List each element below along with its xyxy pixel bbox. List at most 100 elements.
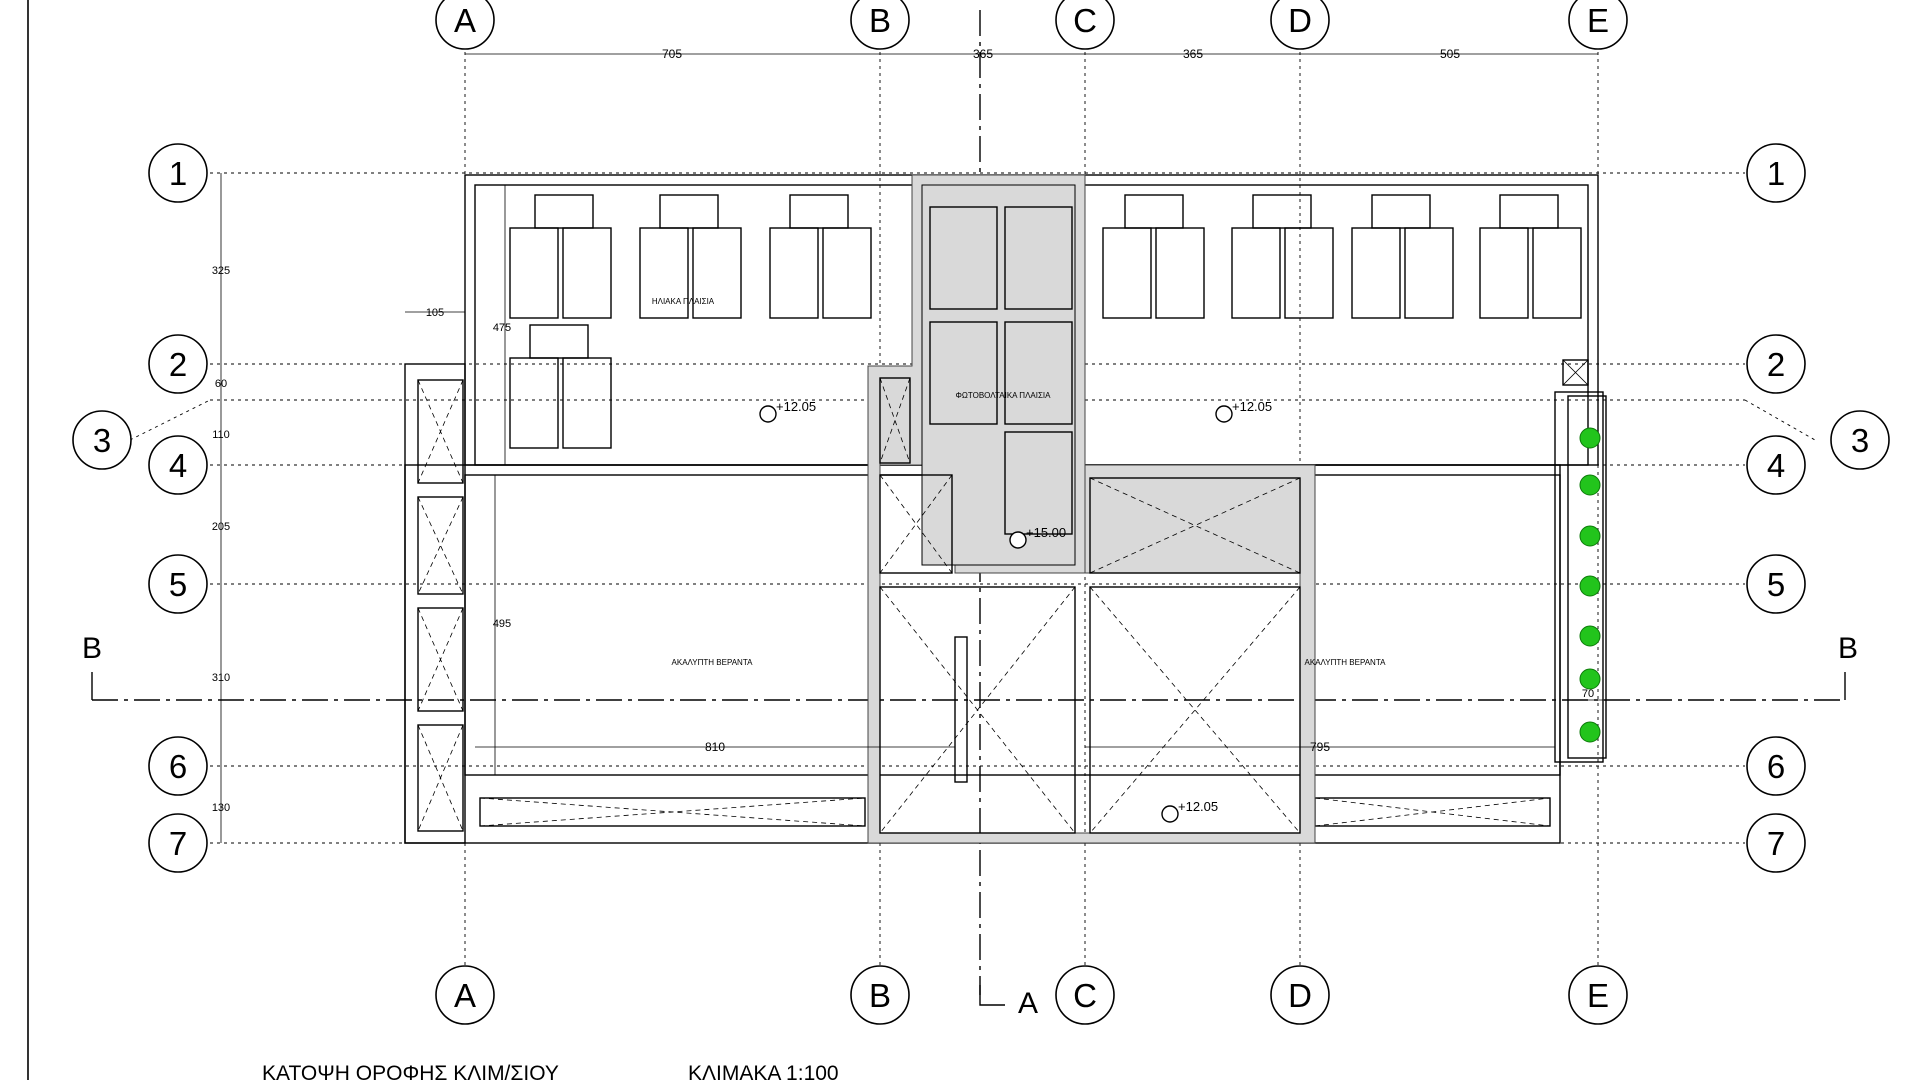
label-left-3: 3 (93, 422, 111, 459)
bubble-bottom-c (1055, 965, 1115, 1025)
label-pv-panels: ΦΩΤΟΒΟΛΤΑΙΚΑ ΠΛΑΙΣΙΑ (956, 391, 1052, 400)
dim-left-3: 110 (212, 429, 230, 441)
solar-unit-3 (769, 194, 872, 319)
label-bottom-e: E (1587, 977, 1609, 1014)
stair-box-left (879, 474, 953, 574)
left-panel-3-x (417, 607, 464, 712)
plant-5 (1579, 625, 1601, 647)
bubble-right-6 (1746, 736, 1806, 796)
label-left-4: 4 (169, 447, 187, 484)
level-markers (759, 405, 1233, 823)
bubble-top-c (1055, 0, 1115, 50)
bubble-bottom-e (1568, 965, 1628, 1025)
solar-unit-5 (1102, 194, 1205, 319)
plant-4 (1579, 575, 1601, 597)
drain-box-x (1562, 359, 1589, 386)
label-right-3: 3 (1851, 422, 1869, 459)
stair-well-x (879, 586, 1076, 834)
drain-box (1562, 359, 1589, 386)
small-box-left (879, 377, 911, 464)
section-b-right-label: B (1838, 632, 1858, 665)
level-marker-bottom (1161, 805, 1179, 823)
left-row-bubbles: 1 2 3 4 5 6 7 (72, 143, 208, 873)
pv-panel-2 (1004, 206, 1073, 310)
pv-panel-5 (1004, 431, 1073, 535)
left-panel-4-x (417, 724, 464, 832)
bubble-right-1 (1746, 143, 1806, 203)
label-bottom-b: B (869, 977, 891, 1014)
label-right-7: 7 (1767, 825, 1785, 862)
bubble-left-6 (148, 736, 208, 796)
left-panel-2 (417, 496, 464, 595)
stair-well (879, 586, 1076, 834)
label-veranda-left: ΑΚΑΛΥΠΤΗ ΒΕΡΑΝΤΑ (672, 658, 754, 667)
plant-7 (1579, 721, 1601, 743)
left-panel-1-x (417, 379, 464, 484)
top-column-bubbles: A B C D E (435, 0, 1628, 50)
dim-left-4: 205 (212, 521, 230, 533)
dim-top-2: 365 (973, 47, 993, 61)
dim-left-1: 325 (212, 265, 230, 277)
bubble-top-b (850, 0, 910, 50)
plant-2 (1579, 474, 1601, 496)
dim-height-b: 495 (493, 618, 511, 630)
horizontal-grid-lines (129, 172, 1816, 844)
section-b-left-label: B (82, 632, 102, 665)
level-bottom: +12.05 (1178, 799, 1218, 814)
label-bottom-c: C (1073, 977, 1097, 1014)
dim-left-offset: 105 (426, 307, 444, 319)
planter (1554, 359, 1607, 763)
left-strip-outline (404, 363, 466, 844)
bubble-right-2 (1746, 334, 1806, 394)
bubble-bottom-b (850, 965, 910, 1025)
dim-span-right: 795 (1310, 740, 1330, 754)
solar-unit-8 (1479, 194, 1582, 319)
drawing-scale: ΚΛΙΜΑΚΑ 1:100 (688, 1062, 839, 1080)
room-upper-right-x (1089, 477, 1301, 574)
solar-unit-7 (1351, 194, 1454, 319)
bottom-column-bubbles: A B C D E (435, 965, 1628, 1025)
room-upper-right (1089, 477, 1301, 574)
plant-6 (1579, 668, 1601, 690)
planter-box (1554, 391, 1604, 763)
label-left-5: 5 (169, 566, 187, 603)
bottom-strip-x (479, 797, 866, 827)
level-roof-left: +12.05 (776, 399, 816, 414)
bubble-right-5 (1746, 554, 1806, 614)
bubble-right-3 (1830, 410, 1890, 470)
bubble-bottom-a (435, 965, 495, 1025)
solar-unit-2 (639, 194, 742, 319)
bubble-right-7 (1746, 813, 1806, 873)
label-left-2: 2 (169, 346, 187, 383)
bottom-strip (479, 797, 866, 827)
pv-panel-3 (929, 321, 998, 425)
left-panel-4 (417, 724, 464, 832)
dim-top-3: 365 (1183, 47, 1203, 61)
planter-inner (1567, 395, 1607, 759)
left-panel-2-x (417, 496, 464, 595)
label-right-2: 2 (1767, 346, 1785, 383)
right-row-bubbles: 1 2 3 4 5 6 7 (1746, 143, 1890, 873)
grid-line-3-left-diag (129, 399, 211, 441)
label-left-6: 6 (169, 748, 187, 785)
solar-collectors (509, 194, 1582, 449)
section-a-label: A (1018, 987, 1038, 1020)
label-top-e: E (1587, 2, 1609, 39)
left-panel-1 (417, 379, 464, 484)
level-marker-roof-right (1215, 405, 1233, 423)
stair-box-left-x (879, 474, 953, 574)
solar-unit-1 (509, 194, 612, 319)
label-top-b: B (869, 2, 891, 39)
level-stair-top: +15.00 (1026, 525, 1066, 540)
small-box-left-x (879, 377, 911, 464)
label-veranda-right: ΑΚΑΛΥΠΤΗ ΒΕΡΑΝΤΑ (1305, 658, 1387, 667)
bottom-strip-right-x (1314, 797, 1551, 827)
left-strip-panels (417, 379, 464, 832)
dim-span-left: 810 (705, 740, 725, 754)
bubble-right-4 (1746, 435, 1806, 495)
dim-top-1: 705 (662, 47, 682, 61)
bubble-bottom-d (1270, 965, 1330, 1025)
label-top-a: A (454, 2, 476, 39)
room-lower-right (1089, 586, 1301, 834)
